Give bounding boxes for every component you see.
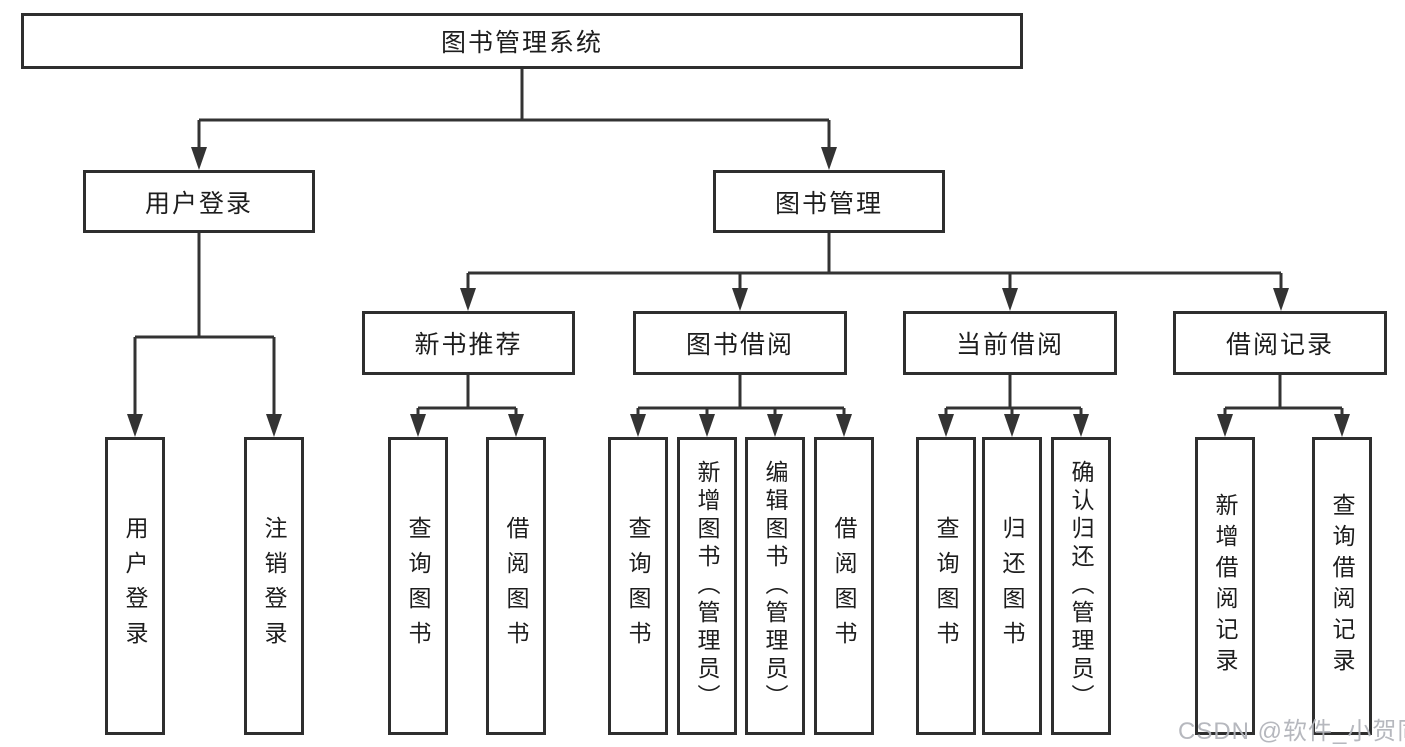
node-current-borrow: 当前借阅 xyxy=(903,311,1117,375)
node-label: 用户登录 xyxy=(144,189,253,218)
leaf-label: 新增图书（管理员） xyxy=(694,460,720,712)
leaf-confirm-return-admin: 确认归还（管理员） xyxy=(1051,437,1111,735)
leaf-borrow-books: 借阅图书 xyxy=(814,437,874,735)
leaf-label: 查询图书 xyxy=(405,516,431,656)
node-book-borrow: 图书借阅 xyxy=(633,311,847,375)
node-label: 新书推荐 xyxy=(414,331,523,359)
leaf-label: 借阅图书 xyxy=(831,516,857,656)
leaf-label: 查询图书 xyxy=(625,516,651,656)
leaf-user-login: 用户登录 xyxy=(105,437,165,735)
leaf-borrow-books-recommend: 借阅图书 xyxy=(486,437,546,735)
node-label: 图书管理系统 xyxy=(440,29,603,57)
leaf-label: 借阅图书 xyxy=(503,516,529,656)
leaf-label: 注销登录 xyxy=(261,516,287,656)
node-label: 当前借阅 xyxy=(955,331,1064,359)
leaf-add-borrow-record: 新增借阅记录 xyxy=(1195,437,1255,735)
leaf-edit-books-admin: 编辑图书（管理员） xyxy=(745,437,805,735)
leaf-label: 确认归还（管理员） xyxy=(1068,460,1094,712)
node-borrow-records: 借阅记录 xyxy=(1173,311,1387,375)
watermark: CSDN @软件_小贺同学 xyxy=(1178,718,1405,745)
node-label: 借阅记录 xyxy=(1225,331,1334,359)
leaf-add-books-admin: 新增图书（管理员） xyxy=(677,437,737,735)
leaf-return-books: 归还图书 xyxy=(982,437,1042,735)
arrowheads xyxy=(127,147,1350,437)
node-label: 图书管理 xyxy=(774,189,883,218)
leaf-logout: 注销登录 xyxy=(244,437,304,735)
node-user-login: 用户登录 xyxy=(83,170,315,233)
node-label: 图书借阅 xyxy=(685,331,794,359)
leaf-label: 编辑图书（管理员） xyxy=(762,460,788,712)
leaf-label: 新增借阅记录 xyxy=(1212,493,1238,679)
node-new-book-recommend: 新书推荐 xyxy=(362,311,575,375)
leaf-query-books-borrow: 查询图书 xyxy=(608,437,668,735)
leaf-label: 用户登录 xyxy=(122,516,148,656)
node-library-system: 图书管理系统 xyxy=(21,13,1023,69)
leaf-label: 归还图书 xyxy=(999,516,1025,656)
leaf-label: 查询借阅记录 xyxy=(1329,493,1355,679)
leaf-label: 查询图书 xyxy=(933,516,959,656)
leaf-query-books-recommend: 查询图书 xyxy=(388,437,448,735)
leaf-query-books-current: 查询图书 xyxy=(916,437,976,735)
leaf-query-borrow-record: 查询借阅记录 xyxy=(1312,437,1372,735)
node-book-management: 图书管理 xyxy=(713,170,945,233)
